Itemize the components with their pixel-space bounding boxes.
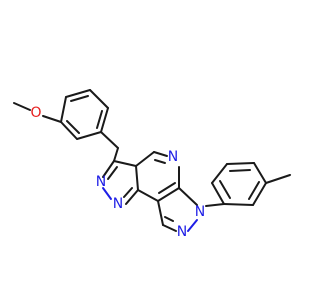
structure-canvas: O N N N N N — [13, 89, 291, 240]
ring-bond — [76, 131, 102, 140]
ring-bond — [60, 121, 78, 140]
methylene-link — [100, 131, 119, 162]
bond-n-ring — [205, 203, 225, 207]
tolyl-ring — [205, 162, 291, 207]
bond-ring-ch2 — [100, 131, 119, 149]
ring-bond — [135, 151, 155, 167]
bond-ring-methyl — [265, 174, 291, 184]
atom-labels: O N N N N N — [30, 105, 205, 240]
ring-bond — [137, 189, 159, 202]
pyrazole-ring — [157, 187, 198, 232]
pyrazole-nitrogen-label: N — [177, 224, 187, 240]
ring-bond — [253, 162, 267, 184]
ring-bond — [89, 89, 109, 109]
ring-bond — [135, 165, 139, 191]
ring-bond-inner — [219, 180, 231, 199]
pyrimidine-nitrogen-label: N — [168, 149, 178, 165]
ring-bond — [211, 163, 228, 184]
ring-bond — [157, 200, 164, 226]
ring-bond — [211, 182, 225, 205]
bond-ch2-c3 — [113, 147, 119, 162]
bond-n-n — [102, 187, 112, 200]
bond-n-n — [187, 219, 198, 232]
methoxy-group — [13, 102, 62, 123]
ring-bond-inner — [154, 159, 166, 164]
oxygen-label: O — [30, 105, 41, 121]
triazole-nitrogen-label: N — [113, 196, 123, 212]
ring-bond-inner — [123, 187, 133, 198]
triazole-ring — [102, 160, 139, 205]
ring-bond-inner — [164, 216, 174, 222]
ring-bond — [60, 96, 67, 123]
ring-bond-inner — [107, 166, 118, 180]
bond-o-ring — [42, 115, 62, 123]
ring-bond — [162, 224, 177, 232]
methoxyphenyl-ring — [60, 89, 109, 140]
ring-bond — [226, 162, 255, 165]
triazole-nitrogen-label: N — [96, 174, 106, 190]
pyrimidine-ring — [135, 151, 180, 202]
ring-bond — [178, 187, 198, 206]
ring-bond-inner — [248, 181, 260, 200]
ring-bond — [153, 151, 168, 157]
ring-bond — [157, 187, 180, 202]
ring-bond — [125, 189, 139, 205]
ring-bond-inner — [229, 169, 251, 172]
ring-bond-inner — [158, 182, 176, 194]
ring-bond — [113, 160, 137, 167]
ring-bond-inner — [66, 120, 80, 134]
ring-bond-inner — [96, 110, 103, 129]
ring-bond — [252, 182, 267, 206]
pyrazole-nitrogen-label: N — [195, 204, 205, 220]
ring-bond — [102, 160, 115, 178]
ring-bond — [65, 89, 91, 98]
molecule-drawing: O N N N N N — [13, 89, 291, 240]
ring-bond-inner — [70, 95, 89, 102]
ring-bond — [223, 203, 254, 206]
ring-bond — [100, 107, 109, 133]
bond-methyl-o — [13, 102, 31, 111]
